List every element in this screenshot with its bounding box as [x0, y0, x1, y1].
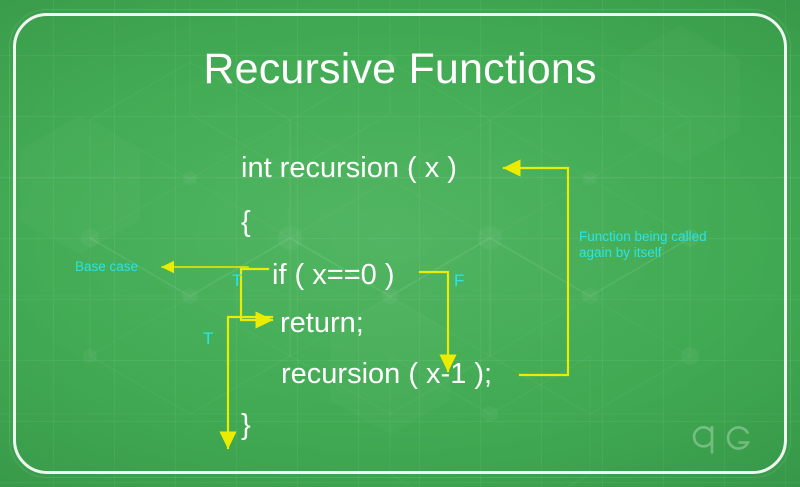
annotation-base-case: Base case [75, 259, 139, 274]
geeksforgeeks-logo-icon [692, 426, 751, 454]
branch-label-false-if: F [454, 271, 465, 290]
code-line-return: return; [280, 307, 364, 339]
code-line-open-brace: { [241, 206, 251, 238]
code-line-if: if ( x==0 ) [272, 259, 395, 291]
code-line-signature: int recursion ( x ) [241, 152, 457, 184]
branch-label-true-if: T [232, 271, 243, 290]
code-line-recursive-call: recursion ( x-1 ); [281, 358, 493, 390]
page-title: Recursive Functions [203, 45, 597, 93]
code-line-close-brace: } [241, 409, 251, 441]
branch-label-true-return: T [203, 329, 214, 348]
annotation-recursive-call: Function being called again by itself [579, 229, 707, 260]
